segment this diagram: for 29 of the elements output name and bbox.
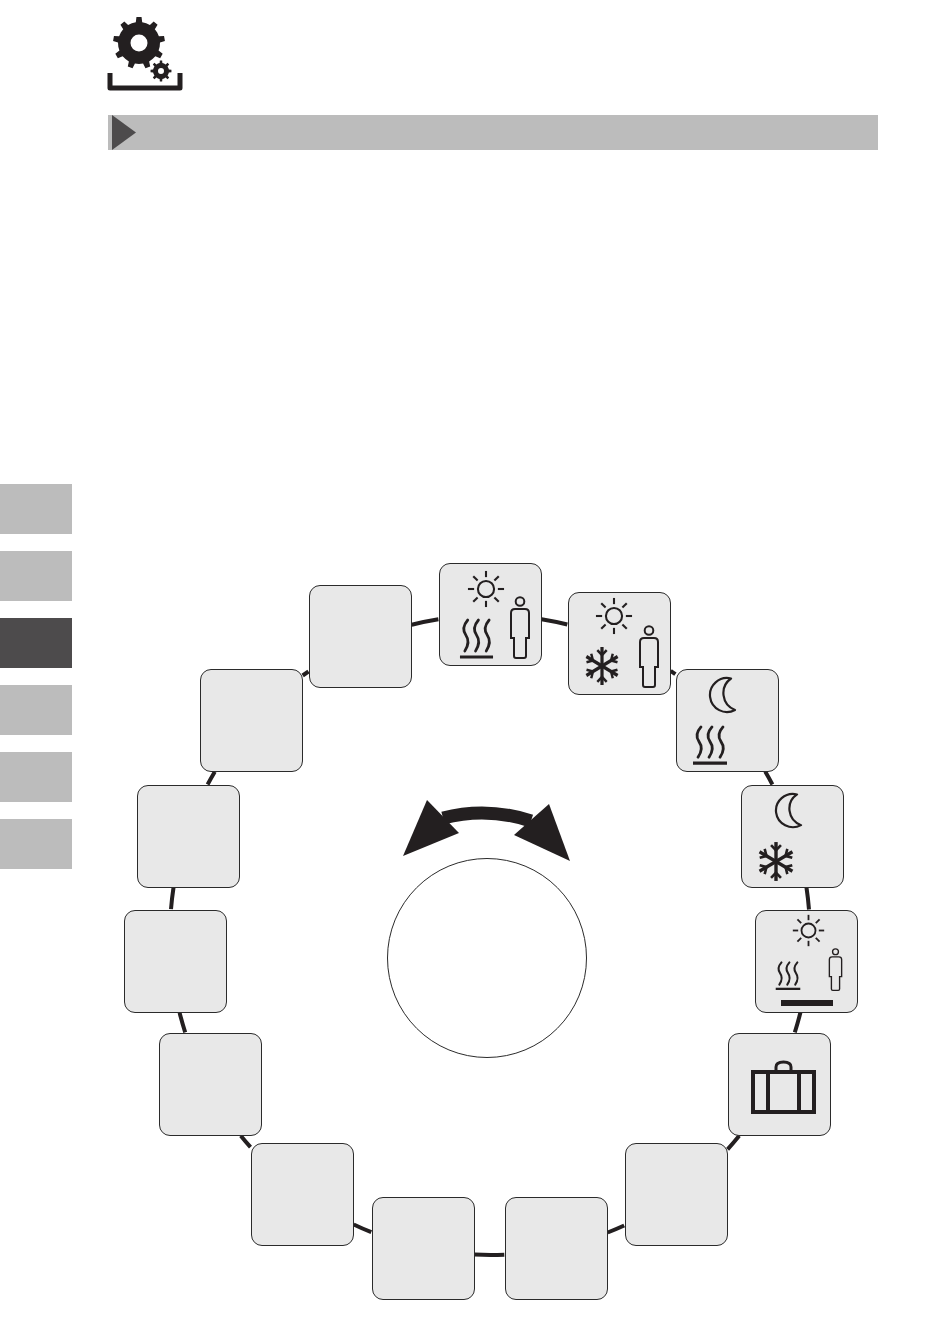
mode-box: [158, 1032, 262, 1136]
connector-line: [169, 887, 176, 910]
connector-line: [411, 617, 439, 627]
mode-box: [136, 784, 240, 888]
mode-box: [308, 584, 412, 688]
mode-box: [675, 668, 779, 772]
connector-line: [804, 887, 811, 910]
mode-box: [754, 909, 858, 1013]
connector-line: [352, 1222, 373, 1235]
connector-line: [177, 1012, 188, 1033]
mode-box: [567, 591, 671, 695]
connector-line: [205, 770, 217, 786]
connector-line: [239, 1134, 252, 1149]
connector-line: [474, 1252, 505, 1257]
mode-box: [438, 562, 542, 666]
connector-line: [763, 770, 775, 786]
mode-box: [199, 668, 303, 772]
mode-box: [740, 784, 844, 888]
connector-line: [541, 617, 568, 627]
connector-line: [726, 1134, 741, 1151]
mode-box: [727, 1032, 831, 1136]
connector-line: [606, 1223, 625, 1235]
mode-box: [624, 1142, 728, 1246]
mode-box: [504, 1196, 608, 1300]
mode-box: [371, 1196, 475, 1300]
connector-line: [792, 1012, 803, 1033]
connector-line: [301, 669, 310, 678]
mode-box: [123, 909, 227, 1013]
mode-box: [250, 1142, 354, 1246]
